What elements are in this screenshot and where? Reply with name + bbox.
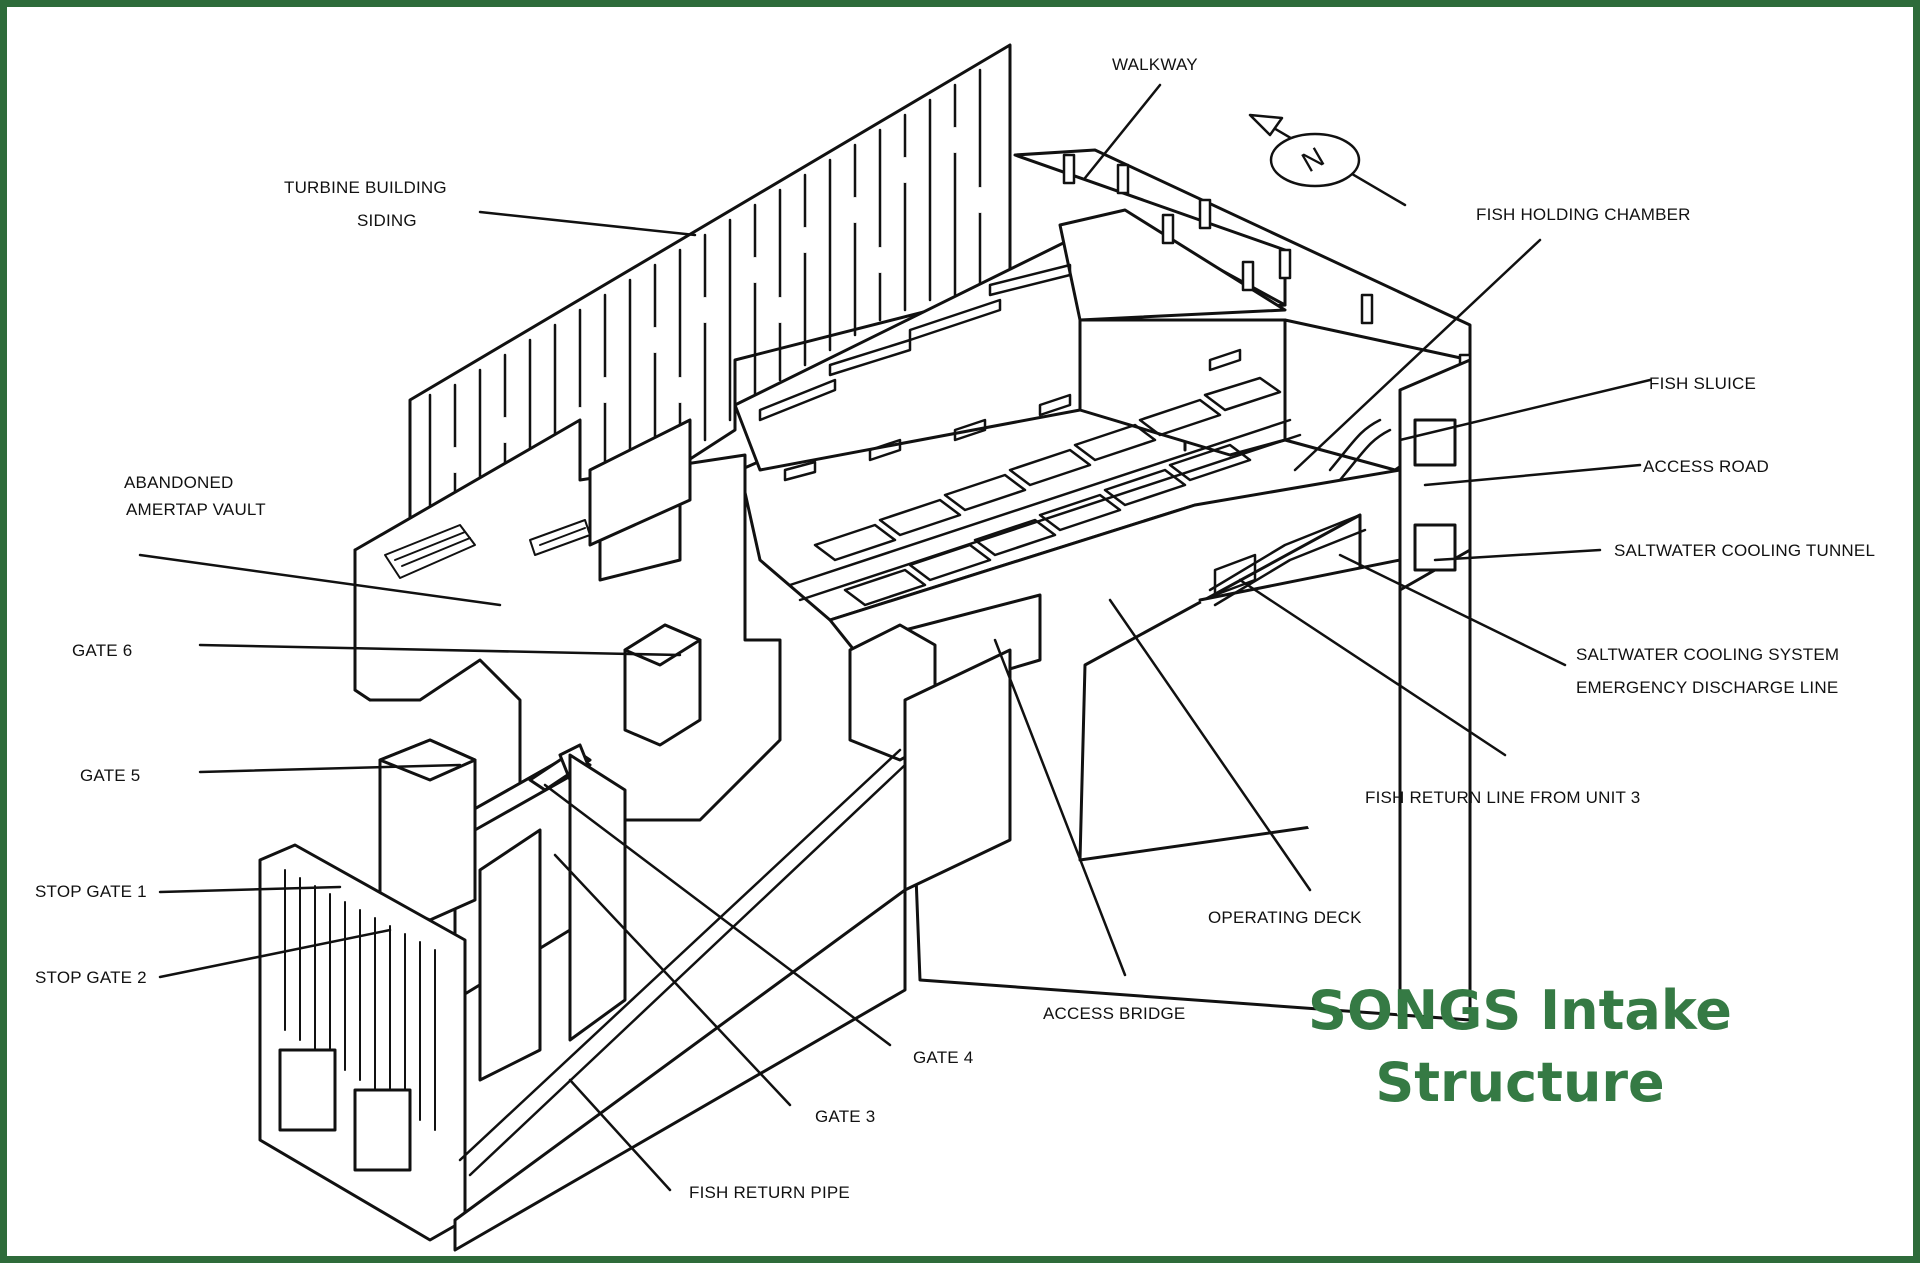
title-line-2: Structure — [1375, 1051, 1665, 1114]
label-walkway: WALKWAY — [1112, 55, 1198, 74]
gate-6-block — [623, 623, 702, 747]
stop-gate-block — [258, 843, 467, 1242]
north-arrow — [1248, 113, 1407, 207]
label-emergency-discharge-2: EMERGENCY DISCHARGE LINE — [1576, 678, 1839, 697]
label-fish-return-line: FISH RETURN LINE FROM UNIT 3 — [1365, 788, 1641, 807]
gate-5-block — [378, 738, 477, 922]
leader-lines — [138, 83, 1652, 1192]
label-turbine-siding: SIDING — [357, 211, 417, 230]
fish-sluice-pipe — [1328, 418, 1392, 482]
label-saltwater-cooling-tunnel: SALTWATER COOLING TUNNEL — [1614, 541, 1876, 560]
label-abandoned: ABANDONED — [124, 473, 234, 492]
deck-slots — [758, 263, 1242, 482]
title-line-1: SONGS Intake — [1308, 979, 1732, 1042]
label-stop-gate-1: STOP GATE 1 — [35, 882, 147, 901]
diagram-title: SONGS Intake Structure — [1260, 975, 1780, 1119]
label-gate-6: GATE 6 — [72, 641, 133, 660]
label-access-bridge: ACCESS BRIDGE — [1043, 1004, 1186, 1023]
lower-structure — [828, 358, 1472, 1022]
gate-3-4-tower — [453, 743, 627, 1082]
label-amertap-vault: AMERTAP VAULT — [126, 500, 266, 519]
fish-return-pipe — [458, 748, 907, 1177]
access-bridge — [453, 623, 1012, 1252]
label-emergency-discharge-1: SALTWATER COOLING SYSTEM — [1576, 645, 1840, 664]
label-fish-return-pipe: FISH RETURN PIPE — [689, 1183, 850, 1202]
label-access-road: ACCESS ROAD — [1643, 457, 1769, 476]
label-operating-deck: OPERATING DECK — [1208, 908, 1362, 927]
label-fish-sluice: FISH SLUICE — [1649, 374, 1757, 393]
label-stop-gate-2: STOP GATE 2 — [35, 968, 147, 987]
label-gate-3: GATE 3 — [815, 1107, 876, 1126]
label-fish-holding-chamber: FISH HOLDING CHAMBER — [1476, 205, 1691, 224]
label-gate-5: GATE 5 — [80, 766, 141, 785]
label-gate-4: GATE 4 — [913, 1048, 974, 1067]
screen-bays — [788, 376, 1302, 607]
fish-return-line — [1208, 513, 1367, 607]
label-turbine-building: TURBINE BUILDING — [284, 178, 447, 197]
